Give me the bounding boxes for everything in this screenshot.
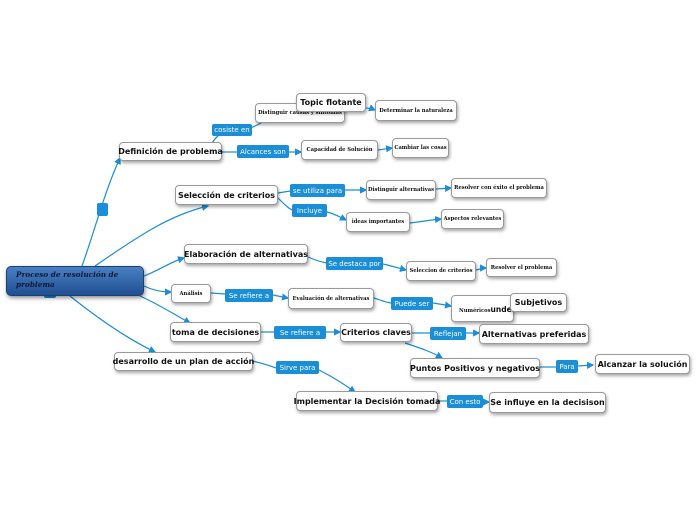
label-reflejan[interactable]: Reflejan	[430, 327, 466, 340]
node-alternativas-preferidas[interactable]: Alternativas preferidas	[479, 324, 589, 344]
node-resolver-problema[interactable]: Resolver el problema	[486, 258, 557, 277]
node-toma-decisiones[interactable]: toma de decisiones	[170, 322, 261, 342]
floating-tab-lower	[44, 294, 56, 298]
node-seleccion-de-criterios[interactable]: Seleccion de criterios	[406, 261, 476, 281]
label-con-esto[interactable]: Con esto	[447, 395, 483, 408]
node-evaluacion-alternativas[interactable]: Evaluación de alternativas	[288, 288, 374, 309]
node-implementar-decision[interactable]: Implementar la Decisión tomada	[294, 391, 440, 411]
node-criterios-claves[interactable]: Criterios claves	[340, 323, 412, 342]
node-determinar-naturaleza[interactable]: Determinar la naturaleza	[375, 100, 457, 121]
node-capacidad-solucion[interactable]: Capacidad de Solución	[301, 140, 378, 160]
line-root-desarrollo	[69, 295, 157, 353]
label-se-destaca-por[interactable]: Se destaca por	[326, 257, 383, 270]
node-seleccion-criterios[interactable]: Selección de criterios	[175, 185, 278, 205]
label-se-refiere-a-analisis[interactable]: Se refiere a	[225, 289, 273, 302]
label-alcances-son[interactable]: Alcances son	[237, 145, 289, 158]
node-ideas-importantes[interactable]: ideas importantes	[346, 212, 410, 232]
node-definicion-problema[interactable]: Definición de problema	[118, 142, 223, 161]
line-root-seleccion	[94, 203, 210, 267]
line-root-toma	[139, 295, 192, 324]
node-distinguir-alternativas[interactable]: Distinguir alternativas	[366, 180, 436, 200]
node-numericos-label: Numéricos	[459, 307, 491, 314]
node-alcanzar-solucion[interactable]: Alcanzar la solución	[595, 354, 690, 374]
floating-tab-upper[interactable]	[97, 203, 108, 216]
label-consiste-en[interactable]: cosiste en	[212, 124, 252, 136]
root-topic[interactable]: Proceso de resolución de problema	[6, 266, 144, 296]
node-se-influye-decision[interactable]: Se influye en la decisison	[489, 392, 606, 413]
line-root-elaboracion	[143, 256, 186, 277]
node-desarrollo-plan[interactable]: desarrollo de un plan de acción	[113, 352, 254, 371]
label-se-refiere-a-toma[interactable]: Se refiere a	[274, 326, 326, 339]
node-subjetivos[interactable]: Subjetivos	[510, 293, 567, 312]
label-puede-ser[interactable]: Puede ser	[391, 297, 433, 310]
node-topic-flotante[interactable]: Topic flotante	[296, 93, 366, 112]
label-sirve-para[interactable]: Sirve para	[276, 361, 319, 374]
line-root-analisis	[143, 285, 173, 296]
node-puntos-positivos-negativos[interactable]: Puntos Positivos y negativos	[410, 358, 540, 378]
label-se-utiliza-para[interactable]: se utiliza para	[290, 184, 345, 197]
label-incluye[interactable]: Incluye	[292, 204, 327, 217]
node-numericos[interactable]: Numéricosundefined	[451, 295, 533, 322]
node-elaboracion-alternativas[interactable]: Elaboración de alternativas	[184, 244, 308, 264]
node-aspectos-relevantes[interactable]: Aspectos relevantes	[441, 209, 504, 229]
node-resolver-exito[interactable]: Resolver con éxito el problema	[451, 178, 547, 198]
node-cambiar-cosas[interactable]: Cambiar las cosas	[392, 138, 449, 158]
node-analisis[interactable]: Análisis	[171, 284, 211, 303]
label-para[interactable]: Para	[556, 360, 578, 373]
